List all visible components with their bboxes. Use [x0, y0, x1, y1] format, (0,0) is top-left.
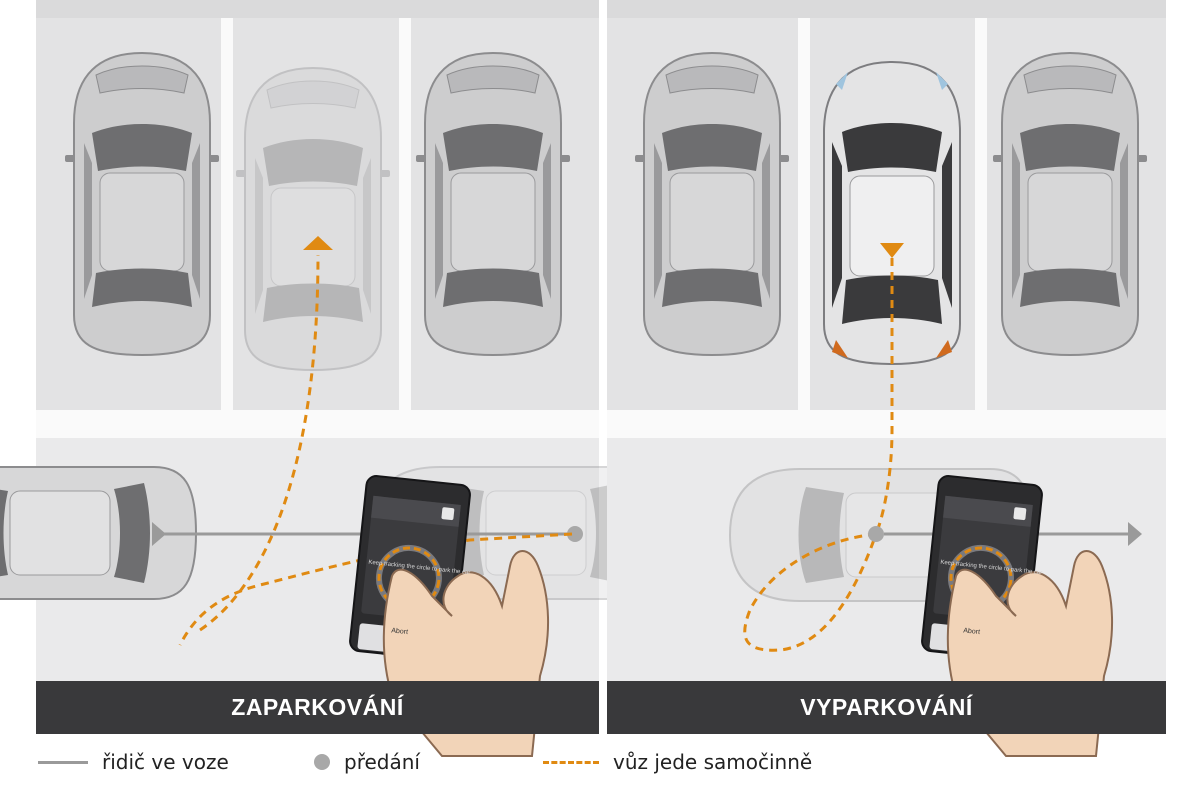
caption-park-out: VYPARKOVÁNÍ	[607, 681, 1166, 734]
park-in-direction-arrow	[303, 236, 333, 250]
handover-point	[868, 526, 884, 542]
lot-top-strip	[607, 0, 1166, 18]
panel-right-scene	[607, 0, 1166, 757]
handover-point	[567, 526, 583, 542]
legend-autonomous: vůz jede samočinně	[543, 744, 812, 780]
legend-label: řidič ve voze	[102, 750, 229, 774]
panel-left-scene	[0, 0, 673, 757]
solid-line-icon	[38, 760, 88, 764]
legend-label: vůz jede samočinně	[613, 750, 813, 774]
space-divider-line	[798, 18, 810, 410]
legend-driver-in-car: řidič ve voze	[38, 744, 229, 780]
legend-label: předání	[344, 750, 420, 774]
parked-car	[992, 52, 1148, 356]
dashed-line-icon	[543, 760, 599, 764]
dot-icon	[314, 754, 330, 770]
parking-edge-line	[607, 410, 1166, 438]
legend-handover: předání	[312, 744, 420, 780]
lot-top-strip	[36, 0, 599, 18]
parked-car	[634, 52, 790, 356]
space-divider-line	[975, 18, 987, 410]
phone-abort-button-label[interactable]: Abort	[963, 627, 980, 636]
driver-path-end-arrow	[1128, 522, 1142, 546]
driver-path-start-arrow	[152, 522, 166, 546]
space-divider-line	[399, 18, 411, 410]
parking-edge-line	[36, 410, 599, 438]
caption-park-in: ZAPARKOVÁNÍ	[36, 681, 599, 734]
target-parking-ghost-car	[235, 67, 391, 371]
parked-car	[64, 52, 220, 356]
phone-abort-button-label[interactable]: Abort	[391, 627, 408, 636]
parked-car	[415, 52, 571, 356]
park-out-direction-arrow	[880, 243, 904, 258]
space-divider-line	[221, 18, 233, 410]
